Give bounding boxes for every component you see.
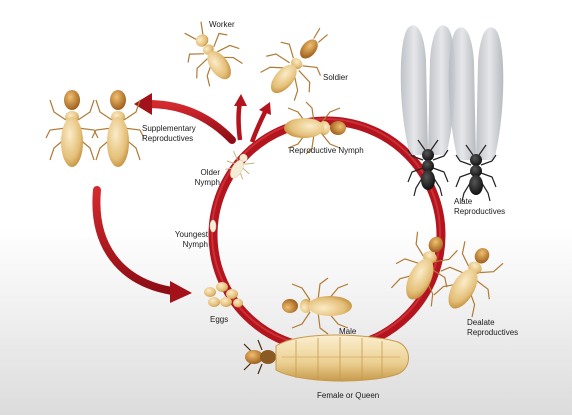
- older-nymph-termite: [225, 150, 255, 180]
- arrow-to-soldier: [249, 102, 271, 143]
- label-worker: Worker: [209, 20, 235, 29]
- dealate-reproductive-right: [433, 241, 504, 318]
- supplementary-reproductive-right: [91, 90, 145, 167]
- alate-reproductive-left: [400, 25, 456, 197]
- dealate-reproductive-left: [390, 231, 458, 307]
- label-male: Male: [339, 327, 357, 336]
- alate-reproductive-right: [448, 27, 504, 202]
- label-female-or-queen: Female or Queen: [317, 391, 380, 400]
- supplementary-reproductive-left: [45, 90, 99, 167]
- arrow-to-supplementary: [134, 93, 236, 144]
- eggs-cluster: [204, 282, 243, 308]
- label-soldier: Soldier: [323, 73, 348, 82]
- arrow-to-eggs: [92, 186, 192, 303]
- reproductive-nymph-termite: [284, 101, 346, 155]
- worker-termite: [184, 21, 243, 87]
- label-eggs: Eggs: [210, 315, 229, 324]
- queen-termite: [243, 334, 409, 382]
- youngest-nymph-termite: [209, 219, 217, 233]
- arrow-to-worker: [234, 94, 247, 141]
- label-reproductive-nymph: Reproductive Nymph: [289, 146, 364, 155]
- male-termite: [282, 277, 352, 335]
- soldier-termite: [260, 27, 328, 101]
